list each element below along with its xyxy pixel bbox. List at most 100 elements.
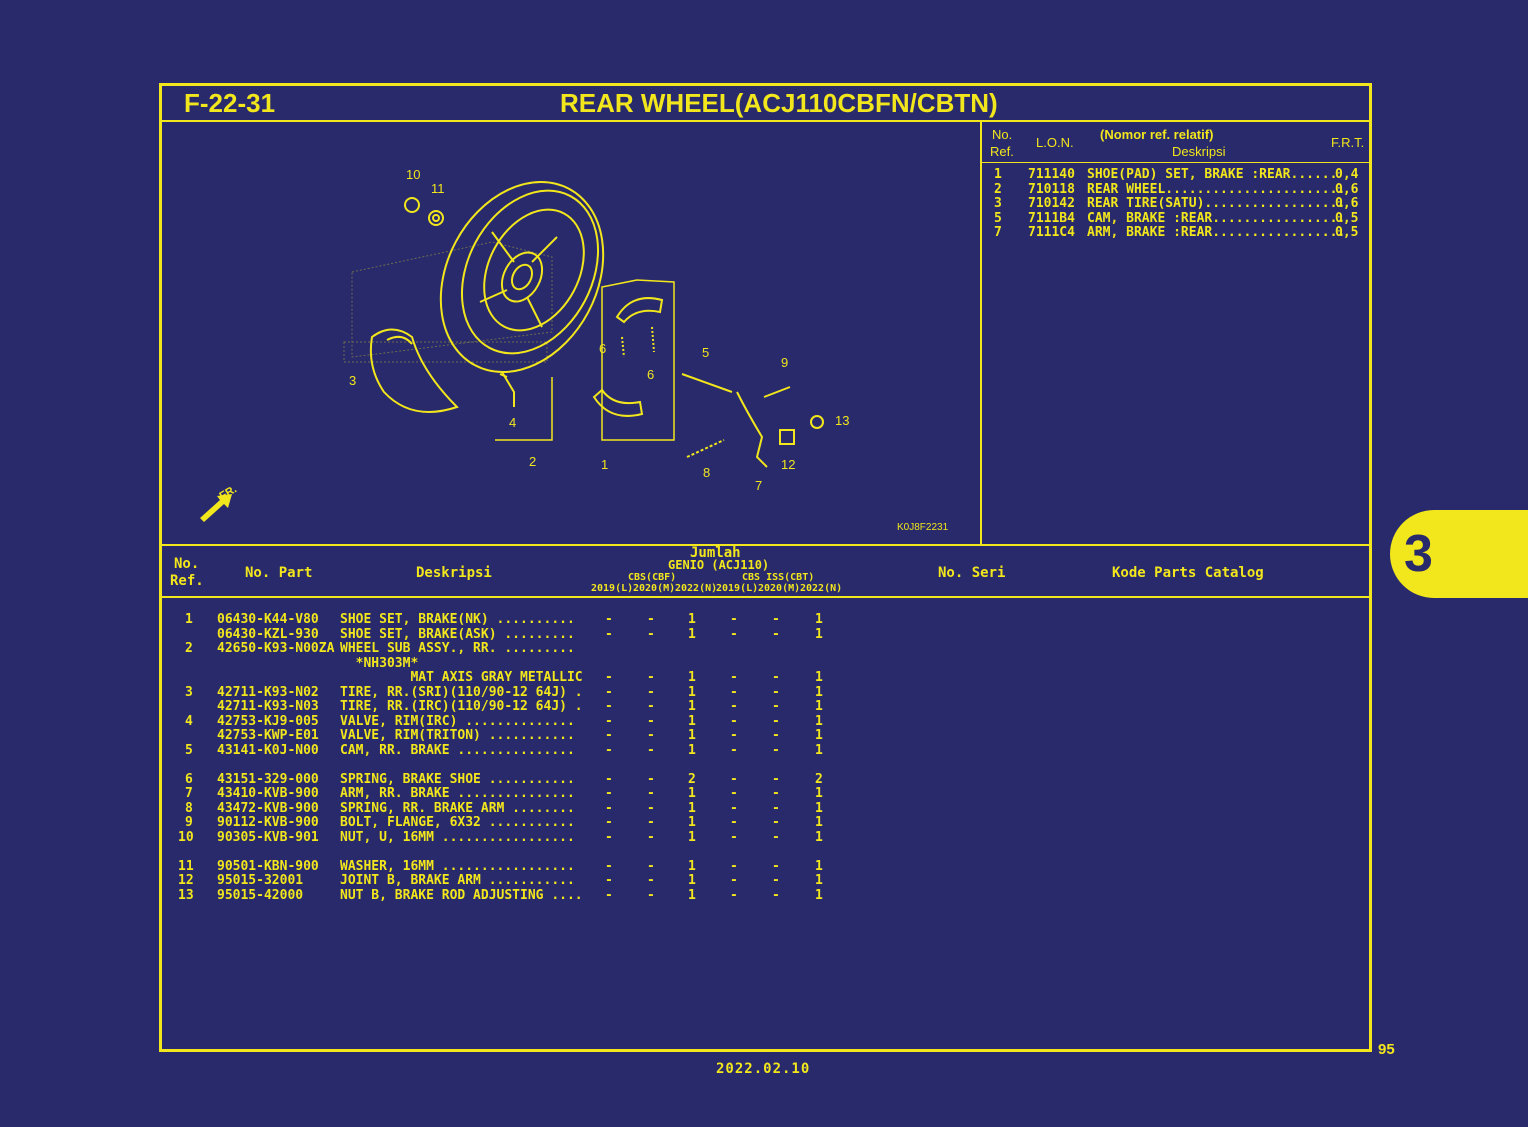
cell-qty: 1 [815, 800, 823, 816]
cell-description: VALVE, RIM(IRC) .............. [340, 713, 575, 729]
labor-nomor-ref-header: (Nomor ref. relatif) [1100, 127, 1214, 142]
washer-drawing [428, 210, 444, 226]
cell-qty: - [772, 786, 780, 801]
parts-jumlah-header: Jumlah [690, 545, 741, 561]
cell-qty: 1 [688, 815, 696, 830]
labor-lon-header: L.O.N. [1036, 135, 1074, 150]
wheel-drawing [439, 180, 605, 374]
callout-6b: 6 [647, 367, 654, 382]
callout-5: 5 [702, 345, 709, 360]
cell-description: WHEEL SUB ASSY., RR. ......... [340, 641, 575, 656]
cell-qty: 1 [688, 699, 696, 714]
cell-qty: - [772, 713, 780, 729]
labor-cell-lon: 7111C4 [1028, 225, 1075, 240]
labor-cell-ref: 7 [994, 225, 1002, 240]
cell-qty: 1 [815, 626, 823, 642]
cell-qty: - [772, 684, 780, 700]
year-header-6: 2022(N) [800, 583, 843, 594]
cell-qty: - [605, 742, 613, 758]
cell-qty: 1 [688, 626, 696, 642]
cell-part-number: 43410-KVB-900 [217, 786, 319, 801]
cell-qty: - [772, 670, 780, 685]
callout-4: 4 [509, 415, 516, 430]
cell-part-number: 95015-42000 [217, 887, 304, 903]
callout-13: 13 [835, 413, 849, 428]
cell-qty: - [647, 800, 655, 816]
cell-part-number: 90305-KVB-901 [217, 829, 319, 845]
cell-qty: 1 [815, 713, 823, 729]
cell-ref: 9 [185, 815, 193, 830]
front-direction-arrow: FR. [200, 483, 239, 522]
labor-no-header: No. [992, 127, 1013, 142]
parts-partno-header: No. Part [245, 565, 313, 581]
cell-qty: - [647, 742, 655, 758]
cell-qty: - [772, 612, 780, 627]
callout-6a: 6 [599, 341, 606, 356]
labor-cell-lon: 7111B4 [1028, 210, 1075, 226]
page-frame [159, 83, 1372, 1052]
cell-part-number: 42650-K93-N00ZA [217, 641, 335, 656]
cell-qty: 1 [815, 858, 823, 874]
cell-qty: - [605, 815, 613, 830]
cell-qty: 1 [688, 728, 696, 743]
cell-description: NUT, U, 16MM ................. [340, 829, 575, 845]
cell-part-number: 42753-KJ9-005 [217, 713, 319, 729]
cell-part-number: 90112-KVB-900 [217, 815, 319, 830]
year-header-4: 2019(L) [716, 583, 759, 594]
cell-qty: 1 [815, 684, 823, 700]
cell-qty: - [605, 626, 613, 642]
cell-qty: - [605, 612, 613, 627]
labor-cell-desc: REAR TIRE(SATU).................. [1087, 196, 1346, 211]
cell-qty: 1 [815, 612, 823, 627]
cell-qty: - [730, 713, 738, 729]
cell-part-number: 90501-KBN-900 [217, 858, 319, 874]
callout-3: 3 [349, 373, 356, 388]
cell-description: SHOE SET, BRAKE(NK) .......... [340, 612, 575, 627]
cell-qty: - [605, 684, 613, 700]
cell-ref: 4 [185, 713, 193, 729]
cell-description: *NH303M* [340, 655, 419, 671]
cell-qty: 2 [815, 771, 823, 787]
cell-qty: - [730, 742, 738, 758]
labor-cell-frt: 0,6 [1335, 196, 1359, 211]
section-tab[interactable]: 3 [1390, 510, 1528, 598]
cell-ref: 5 [185, 742, 193, 758]
cell-qty: - [730, 887, 738, 903]
cell-description: SHOE SET, BRAKE(ASK) ......... [340, 626, 575, 642]
parts-cbs-header: CBS(CBF) [628, 572, 677, 583]
labor-cell-frt: 0,4 [1335, 167, 1359, 182]
page-number: 95 [1378, 1041, 1395, 1058]
cell-qty: 1 [815, 887, 823, 903]
cell-part-number: 43141-K0J-N00 [217, 742, 319, 758]
cell-part-number: 42753-KWP-E01 [217, 728, 319, 743]
cell-qty: - [605, 728, 613, 743]
labor-cell-ref: 1 [994, 167, 1002, 182]
cell-qty: 1 [688, 786, 696, 801]
cell-qty: - [647, 728, 655, 743]
cell-qty: 1 [688, 742, 696, 758]
cell-qty: - [605, 829, 613, 845]
cell-qty: - [730, 626, 738, 642]
labor-cell-lon: 710118 [1028, 181, 1075, 197]
cell-qty: 1 [815, 815, 823, 830]
labor-frt-header: F.R.T. [1331, 135, 1365, 150]
cell-qty: - [772, 771, 780, 787]
callout-1: 1 [601, 457, 608, 472]
labor-cell-frt: 0,6 [1335, 181, 1359, 197]
cell-ref: 11 [178, 858, 194, 874]
cell-qty: - [605, 771, 613, 787]
brand-watermark [343, 241, 553, 363]
cell-qty: 1 [688, 873, 696, 888]
cell-description: ARM, RR. BRAKE ............... [340, 786, 575, 801]
cell-ref: 7 [185, 786, 193, 801]
labor-cell-desc: REAR WHEEL....................... [1087, 181, 1346, 197]
parts-top-divider [160, 544, 1372, 546]
cell-ref: 3 [185, 684, 193, 700]
year-header-1: 2019(L) [591, 583, 634, 594]
cell-qty: 1 [688, 684, 696, 700]
cell-qty: - [647, 626, 655, 642]
cell-description: MAT AXIS GRAY METALLIC [340, 670, 583, 685]
cell-qty: 1 [815, 829, 823, 845]
cell-qty: 1 [815, 699, 823, 714]
cell-qty: - [730, 800, 738, 816]
